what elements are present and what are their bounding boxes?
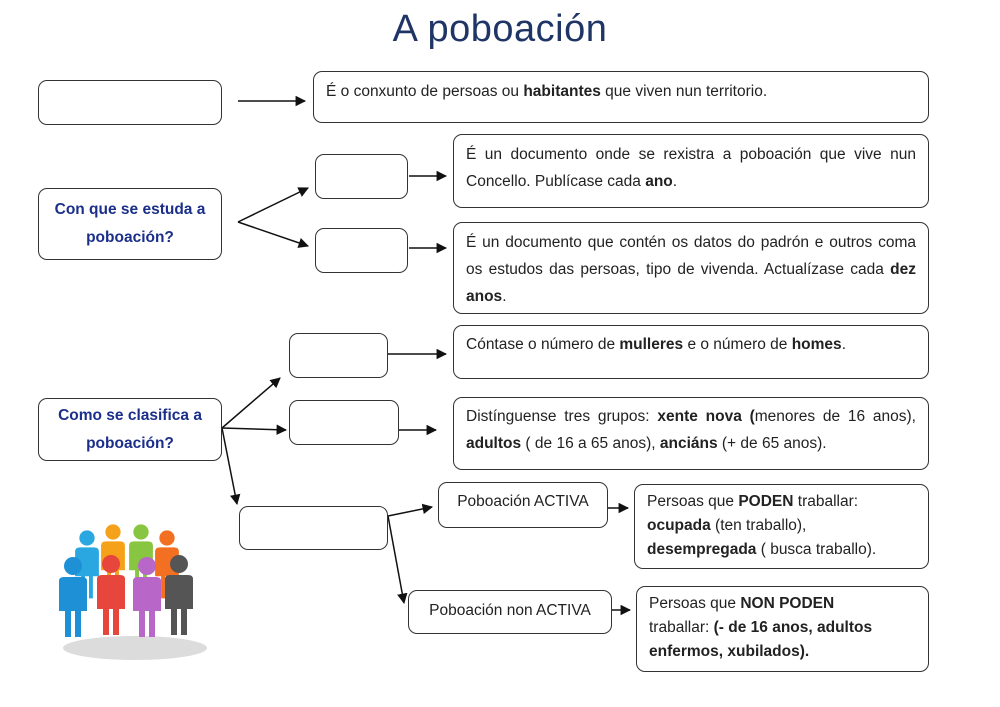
sex-description-box: Cóntase o número de mulleres e o número … <box>453 325 929 379</box>
text-segment: mulleres <box>619 336 684 353</box>
text-segment: Cóntase o número de <box>466 336 620 353</box>
arrow-to-activa <box>387 503 434 517</box>
nonactiva-label-box: Poboación non ACTIVA <box>408 590 612 634</box>
text-segment: desempregada <box>647 541 757 558</box>
text-segment: . <box>672 173 678 190</box>
text-segment: dez anos <box>466 261 916 305</box>
text-segment: menores de 16 anos), <box>754 408 916 425</box>
text-segment: (- de 16 anos, adultos <box>713 619 873 636</box>
blank-answer-box-poboacion[interactable] <box>38 80 222 125</box>
question-study-line1: Con que se estuda a <box>54 201 206 218</box>
question-classify-box: Como se clasifica a poboación? <box>38 398 222 461</box>
arrow-to-censo-box <box>237 221 309 248</box>
definition-box: É o conxunto de persoas ou habitantes qu… <box>313 71 929 123</box>
text-segment: É un documento que contén os datos do pa… <box>466 234 916 278</box>
question-classify-line2: poboación? <box>86 434 174 452</box>
text-segment: ( de 16 a 65 anos), <box>521 435 660 452</box>
arrow-to-nonactiva <box>387 515 408 605</box>
text-segment: xente nova ( <box>657 408 755 425</box>
text-segment: PODEN <box>738 493 794 510</box>
question-study-line2: poboación? <box>86 229 174 246</box>
text-segment: É o conxunto de persoas ou <box>326 83 524 100</box>
text-segment: . <box>502 288 507 305</box>
text-segment: adultos <box>466 435 522 452</box>
arrow-to-sex-box <box>221 377 281 429</box>
text-segment: habitantes <box>523 83 601 100</box>
text-segment: traballar: <box>649 619 714 636</box>
text-segment: É un documento onde se rexistra a poboac… <box>466 146 916 190</box>
question-study-box: Con que se estuda a poboación? <box>38 188 222 260</box>
text-segment: anciáns <box>659 435 718 452</box>
age-description-box: Distínguense tres grupos: xente nova (me… <box>453 397 929 470</box>
activa-description-box: Persoas que PODEN traballar: ocupada (ten… <box>634 484 929 569</box>
text-segment: que viven nun territorio. <box>600 83 768 100</box>
blank-answer-box-padron[interactable] <box>315 154 408 199</box>
activa-label-box: Poboación ACTIVA <box>438 482 608 528</box>
nonactiva-description-box: Persoas que NON PODEN traballar: (- de 16… <box>636 586 929 672</box>
text-segment: Persoas que <box>649 595 741 612</box>
text-segment: ocupada <box>647 517 711 534</box>
arrow-to-padron-box <box>237 187 309 223</box>
text-segment: ano <box>645 173 673 190</box>
page-title: A poboación <box>392 8 608 50</box>
arrow-to-activity-box <box>221 427 241 506</box>
person-figure-front <box>165 555 193 635</box>
text-segment: (ten traballo), <box>710 517 807 534</box>
person-figure-front <box>97 555 125 635</box>
question-classify-line1: Como se clasifica a <box>58 406 202 424</box>
blank-answer-box-censo[interactable] <box>315 228 408 273</box>
text-segment: homes <box>791 336 842 353</box>
person-figure-back <box>75 530 99 599</box>
blank-answer-box-age[interactable] <box>289 400 399 445</box>
text-segment: Persoas que <box>647 493 739 510</box>
text-segment: (+ de 65 anos). <box>717 435 827 452</box>
blank-answer-box-sex[interactable] <box>289 333 388 378</box>
text-segment: NON PODEN <box>740 595 835 612</box>
text-segment: e o número de <box>683 336 792 353</box>
text-segment: ( busca traballo). <box>756 541 877 558</box>
people-group-icon <box>59 524 207 660</box>
blank-answer-box-activity[interactable] <box>239 506 388 550</box>
person-figure-front <box>59 557 87 637</box>
arrow-to-age-box <box>221 424 288 435</box>
censo-description-box: É un documento que contén os datos do pa… <box>453 222 929 314</box>
text-segment: traballar: <box>793 493 859 510</box>
text-segment: enfermos, xubilados). <box>649 643 810 660</box>
person-figure-front <box>133 557 161 637</box>
text-segment: Distínguense tres grupos: <box>466 408 658 425</box>
text-segment: . <box>841 336 846 353</box>
padron-description-box: É un documento onde se rexistra a poboac… <box>453 134 929 208</box>
